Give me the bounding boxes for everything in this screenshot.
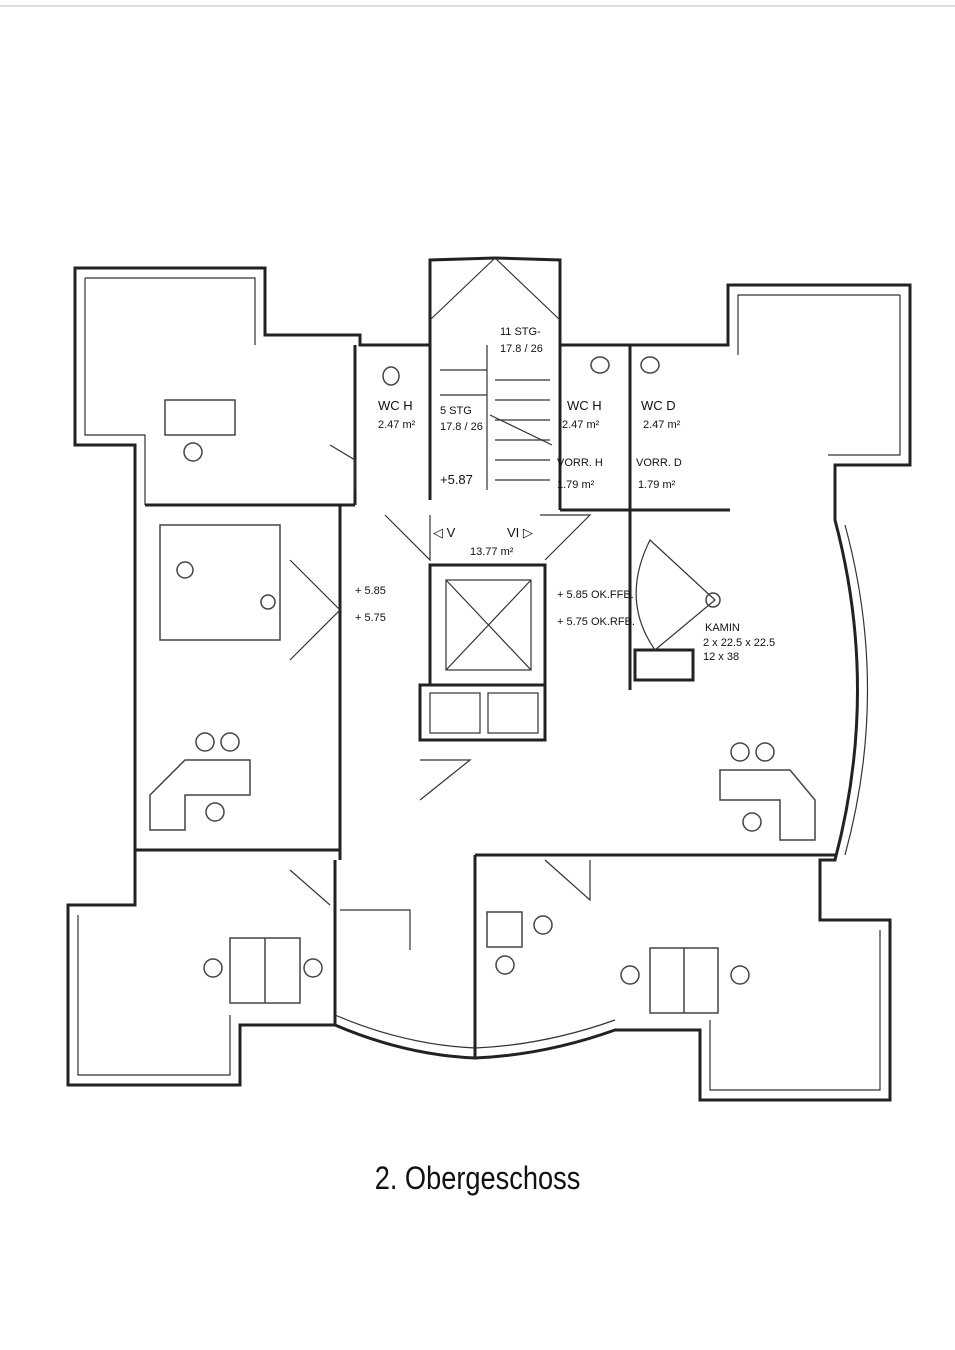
curved-window <box>844 524 869 856</box>
label-stair-5-dim: 17.8 / 26 <box>440 421 483 433</box>
label-vorr-h: VORR. H <box>557 457 603 469</box>
label-level-587: +5.87 <box>440 472 473 487</box>
label-stair-5: 5 STG <box>440 405 472 417</box>
label-wc-d: WC D <box>641 398 676 413</box>
label-hall-area: 13.77 m² <box>470 546 514 558</box>
label-kamin-dim2: 12 x 38 <box>703 651 739 663</box>
label-stair-11-dim: 17.8 / 26 <box>500 343 543 355</box>
outer-wall-inner <box>77 277 901 1091</box>
label-wc-h-left: WC H <box>378 398 413 413</box>
label-vorr-h-area: 1.79 m² <box>557 479 595 491</box>
label-level-585-right: + 5.85 OK.FFB. <box>557 589 634 601</box>
furniture <box>149 356 816 1014</box>
label-vorr-d: VORR. D <box>636 457 682 469</box>
staircase <box>429 257 561 734</box>
label-wc-d-area: 2.47 m² <box>643 419 681 431</box>
outer-wall <box>66 256 912 1102</box>
label-wc-h-right: WC H <box>567 398 602 413</box>
label-wc-h-right-area: 2.47 m² <box>562 419 600 431</box>
floor-title: 2. Obergeschoss <box>374 1160 581 1196</box>
label-level-575-right: + 5.75 OK.RFB. <box>557 616 635 628</box>
label-vorr-d-area: 1.79 m² <box>638 479 676 491</box>
interior-walls <box>135 345 835 1058</box>
label-door-v: ◁ V <box>433 525 456 540</box>
label-level-585-left: + 5.85 <box>355 585 386 597</box>
label-door-vi: VI ▷ <box>507 525 533 540</box>
door-swings <box>289 444 716 950</box>
label-kamin: KAMIN <box>705 622 740 634</box>
label-kamin-dim1: 2 x 22.5 x 22.5 <box>703 637 775 649</box>
label-level-575-left: + 5.75 <box>355 612 386 624</box>
label-wc-h-left-area: 2.47 m² <box>378 419 416 431</box>
label-stair-11: 11 STG- <box>500 326 541 338</box>
